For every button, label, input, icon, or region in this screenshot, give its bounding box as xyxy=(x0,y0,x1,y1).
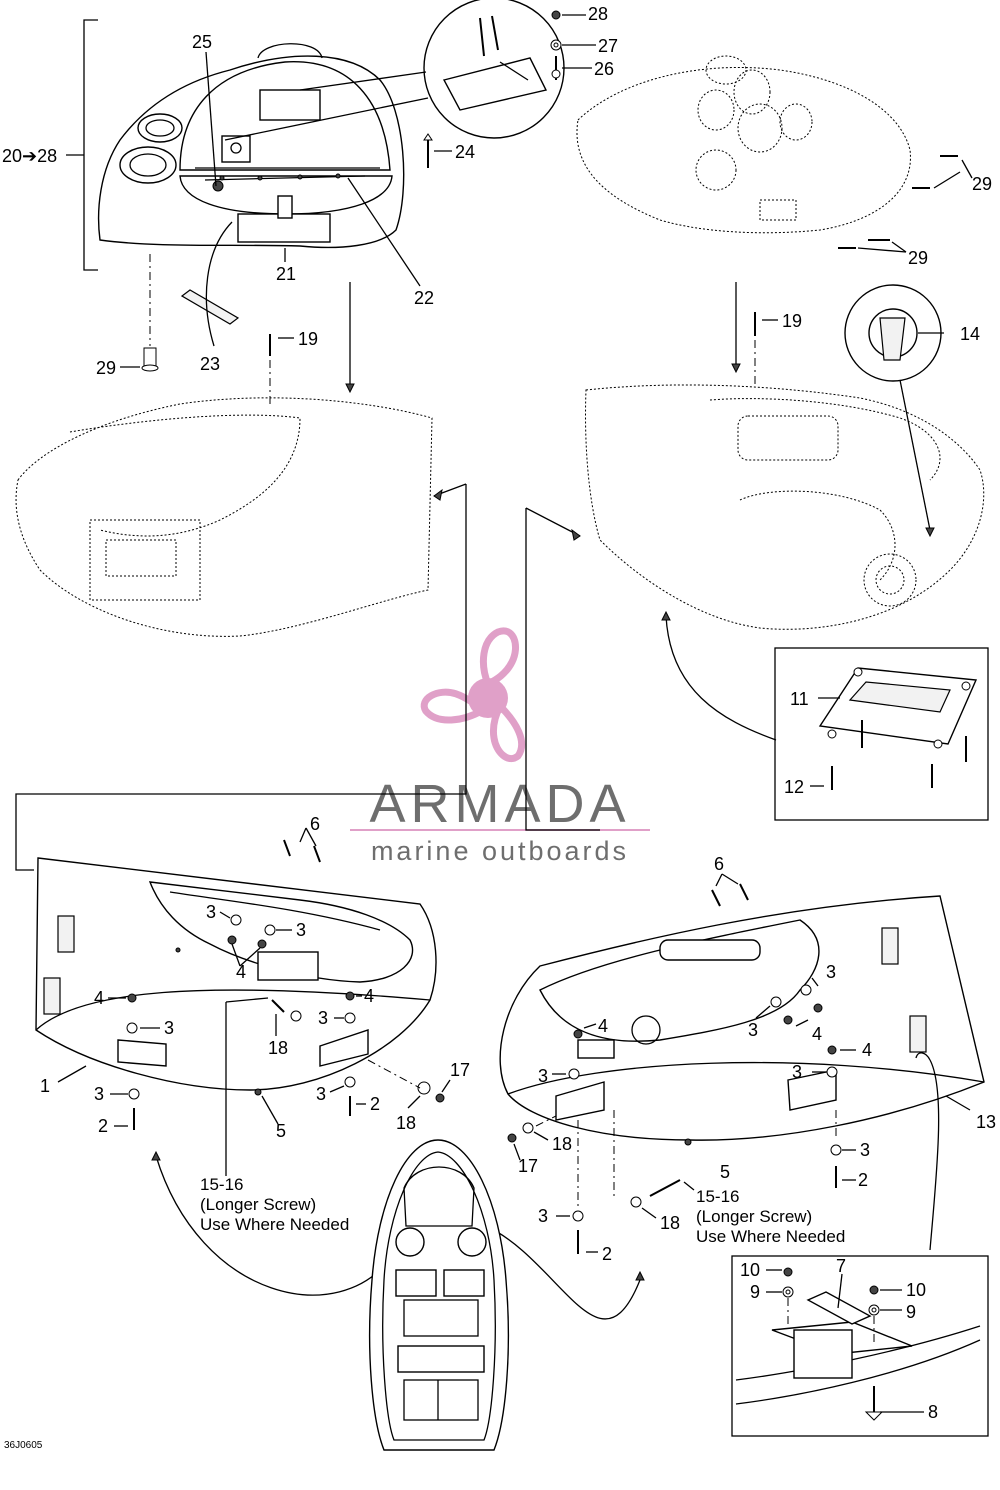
note-right-line1: 15-16 xyxy=(696,1187,739,1206)
callout-3: 3 xyxy=(860,1140,870,1160)
note-right-line2: (Longer Screw) xyxy=(696,1207,812,1226)
note-left-line2: (Longer Screw) xyxy=(200,1195,316,1214)
left-seat-base xyxy=(35,827,451,1296)
diagram-code: 36J0605 xyxy=(4,1440,43,1451)
callout-21: 21 xyxy=(276,264,296,284)
callout-2: 2 xyxy=(602,1244,612,1264)
lock-detail-callout xyxy=(224,0,596,141)
left-deck-section xyxy=(15,397,467,637)
callout-14: 14 xyxy=(960,324,980,344)
callout-6: 6 xyxy=(714,854,724,874)
callout-10: 10 xyxy=(740,1260,760,1280)
callout-29: 29 xyxy=(972,174,992,194)
callout-22: 22 xyxy=(414,288,434,308)
callout-labels: 20➔28 25 28 27 26 24 21 22 23 29 19 29 2… xyxy=(2,4,996,1422)
note-left: 15-16 (Longer Screw) Use Where Needed xyxy=(200,1175,349,1234)
callout-23: 23 xyxy=(200,354,220,374)
callout-1: 1 xyxy=(40,1076,50,1096)
callout-25: 25 xyxy=(192,32,212,52)
callout-4: 4 xyxy=(812,1024,822,1044)
callout-17: 17 xyxy=(518,1156,538,1176)
boat-top-view xyxy=(368,1139,510,1451)
callout-3: 3 xyxy=(538,1066,548,1086)
callout-5: 5 xyxy=(276,1121,286,1141)
callout-6: 6 xyxy=(310,814,320,834)
passenger-console-assembly xyxy=(576,55,973,538)
callout-4: 4 xyxy=(94,988,104,1008)
right-deck-section xyxy=(525,384,985,741)
callout-9: 9 xyxy=(906,1302,916,1322)
callout-11: 11 xyxy=(790,689,809,709)
note-left-line1: 15-16 xyxy=(200,1175,243,1194)
callout-2: 2 xyxy=(98,1116,108,1136)
callout-3: 3 xyxy=(206,902,216,922)
note-right-line3: Use Where Needed xyxy=(696,1227,845,1246)
callout-20-28: 20➔28 xyxy=(2,146,57,166)
callout-18: 18 xyxy=(660,1213,680,1233)
callout-4: 4 xyxy=(364,986,374,1006)
callout-3: 3 xyxy=(318,1008,328,1028)
callout-4: 4 xyxy=(598,1016,608,1036)
callout-3: 3 xyxy=(296,920,306,940)
callout-12: 12 xyxy=(784,777,804,797)
callout-3: 3 xyxy=(826,962,836,982)
callout-18: 18 xyxy=(396,1113,416,1133)
driver-console-assembly xyxy=(66,19,405,271)
detail-box-handle xyxy=(774,647,989,821)
callout-2: 2 xyxy=(370,1094,380,1114)
callout-3: 3 xyxy=(538,1206,548,1226)
callout-3: 3 xyxy=(792,1062,802,1082)
callout-18: 18 xyxy=(552,1134,572,1154)
callout-19: 19 xyxy=(782,311,802,331)
callout-5: 5 xyxy=(720,1162,730,1182)
note-left-line3: Use Where Needed xyxy=(200,1215,349,1234)
detail-box-bracket xyxy=(731,1255,989,1437)
callout-9: 9 xyxy=(750,1282,760,1302)
callout-26: 26 xyxy=(594,59,614,79)
watermark-name: ARMADA xyxy=(369,774,630,834)
callout-4: 4 xyxy=(862,1040,872,1060)
callout-10: 10 xyxy=(906,1280,926,1300)
callout-3: 3 xyxy=(316,1084,326,1104)
callout-3: 3 xyxy=(748,1020,758,1040)
note-right: 15-16 (Longer Screw) Use Where Needed xyxy=(696,1187,845,1246)
callout-7: 7 xyxy=(836,1256,846,1276)
callout-3: 3 xyxy=(94,1084,104,1104)
connector-lines xyxy=(15,484,600,871)
callout-18: 18 xyxy=(268,1038,288,1058)
callout-2: 2 xyxy=(858,1170,868,1190)
callout-24: 24 xyxy=(455,142,475,162)
callout-27: 27 xyxy=(598,36,618,56)
callout-3: 3 xyxy=(164,1018,174,1038)
callout-4: 4 xyxy=(236,962,246,982)
callout-19: 19 xyxy=(298,329,318,349)
leaders-top-left xyxy=(120,51,452,404)
propeller-logo xyxy=(420,627,526,763)
watermark: ARMADA marine outboards xyxy=(350,627,650,866)
callout-8: 8 xyxy=(928,1402,938,1422)
callout-29: 29 xyxy=(96,358,116,378)
callout-17: 17 xyxy=(450,1060,470,1080)
callout-28: 28 xyxy=(588,4,608,24)
right-seat-base xyxy=(485,873,985,1320)
callout-29: 29 xyxy=(908,248,928,268)
hinge-screws xyxy=(219,173,341,181)
callout-13: 13 xyxy=(976,1112,996,1132)
watermark-tagline: marine outboards xyxy=(371,836,629,866)
